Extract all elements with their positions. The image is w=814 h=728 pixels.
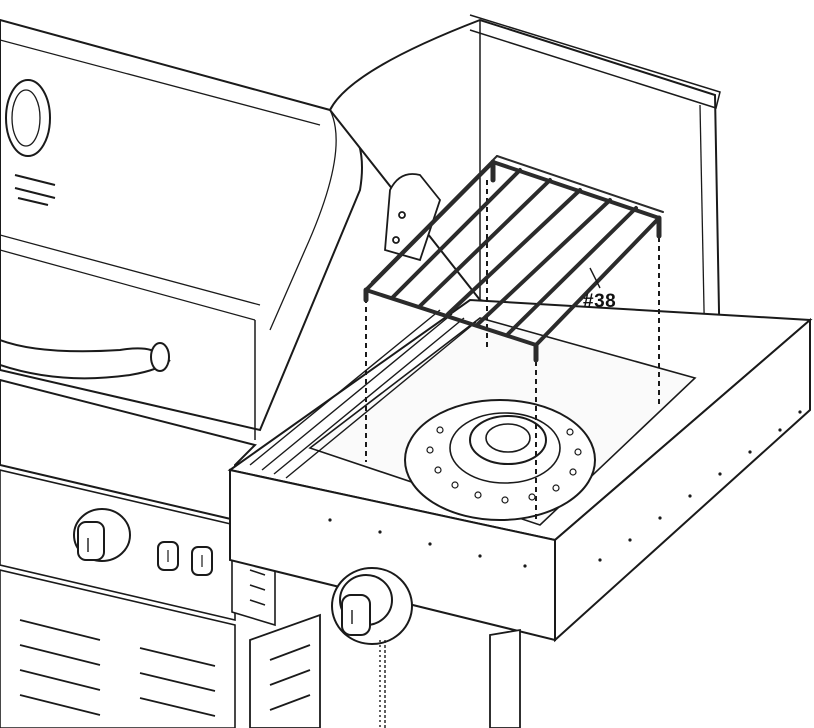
igniter-button-2 [191,546,213,576]
tray-ribs [249,309,477,479]
lid-hinge-bracket [384,173,442,262]
panel-rivets [328,410,802,568]
callout-leader-line [589,267,601,289]
grill-body [0,378,257,728]
lid-handle [0,339,171,380]
brand-logo-mark [14,174,56,206]
alignment-guides [365,180,660,520]
igniter-button [157,541,179,571]
side-burner [404,399,596,521]
wire-grate-part-38 [363,155,664,363]
side-table-leg [249,613,521,728]
thermometer-gauge [5,79,51,157]
side-burner-lid [328,14,722,367]
side-burner-knob [331,567,413,645]
main-burner-knob [73,508,131,562]
part-number-label: #38 [583,291,617,312]
lower-vent-slots [19,619,216,717]
igniter-chain [379,640,386,728]
